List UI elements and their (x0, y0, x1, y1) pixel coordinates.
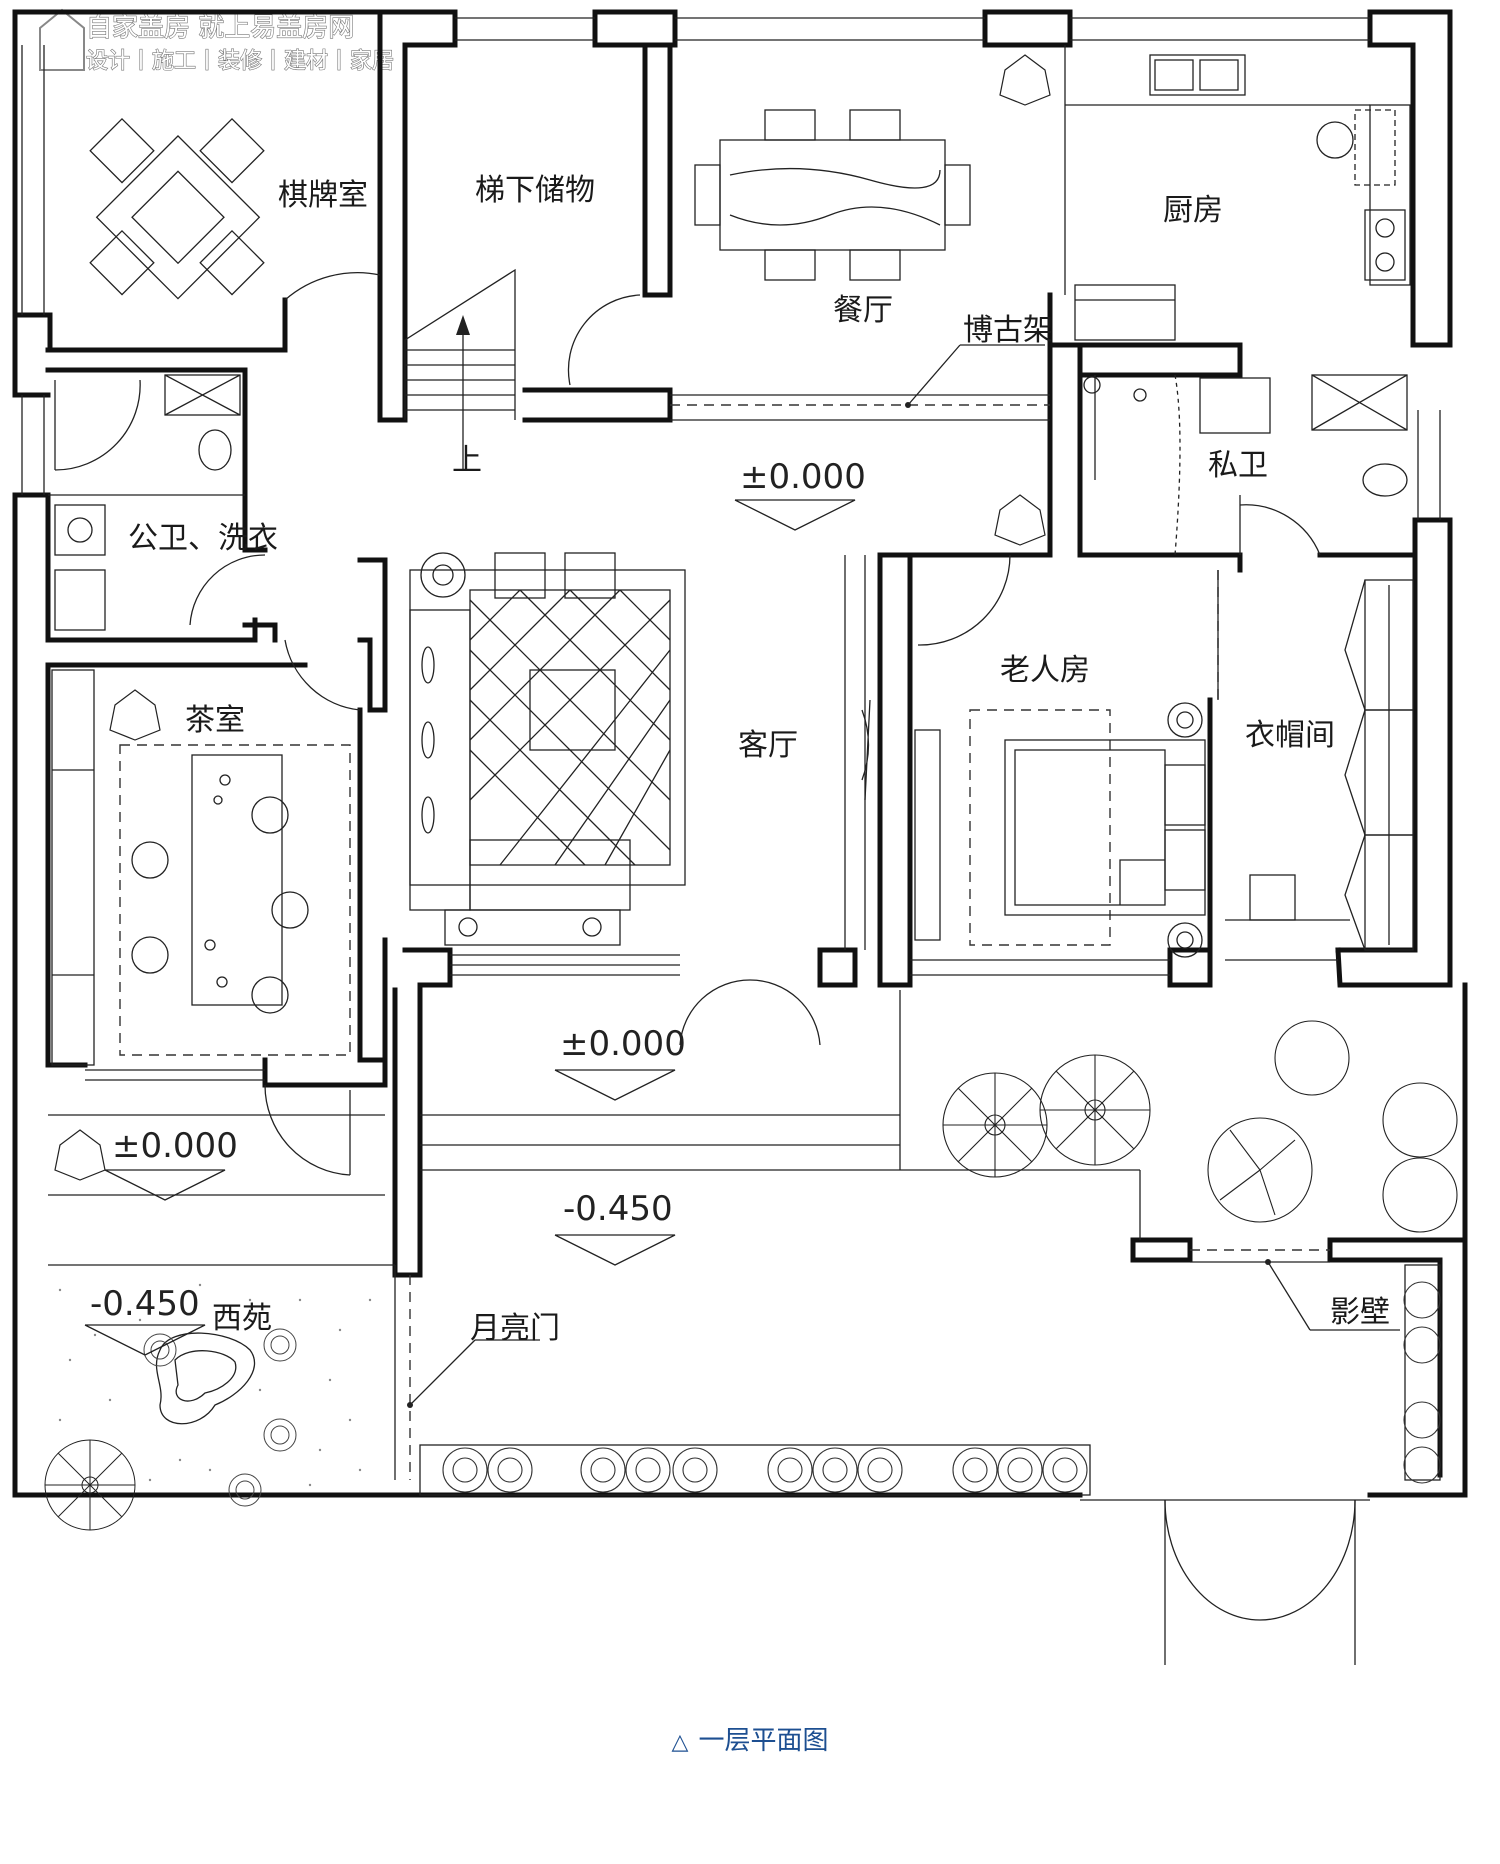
label-elder-room: 老人房 (1000, 653, 1090, 688)
caption-marker: △ (671, 1730, 689, 1755)
label-moon-gate: 月亮门 (470, 1311, 560, 1346)
living-sofa-set (409, 552, 686, 946)
level-hall: ±0.000 (740, 457, 866, 497)
cloakroom-racks (1217, 570, 1414, 961)
level-markers: ±0.000 ±0.000 ±0.000 -0.450 -0.450 (84, 457, 866, 1356)
dining-table (694, 109, 971, 281)
label-stair-up: 上 (452, 443, 482, 478)
label-west-garden: 西苑 (212, 1301, 272, 1336)
public-bath-fixtures (48, 374, 266, 631)
label-tea-room: 茶室 (185, 703, 245, 738)
caption-text: 一层平面图 (698, 1726, 829, 1756)
elder-bed (910, 702, 1206, 976)
label-private-bath: 私卫 (1208, 448, 1268, 483)
label-kitchen: 厨房 (1163, 193, 1223, 228)
mahjong-table (89, 117, 265, 300)
label-dining: 餐厅 (833, 293, 893, 328)
staircase (404, 268, 516, 470)
level-tea-porch: ±0.000 (112, 1126, 238, 1166)
label-chess-room: 棋牌室 (278, 178, 368, 213)
private-bath-fixtures (1083, 374, 1408, 556)
floor-plan: 自家盖房 就上易盖房网 设计丨施工丨装修丨建材丨家居 (12, 8, 1468, 1665)
level-porch: ±0.000 (560, 1024, 686, 1064)
tea-room-fixtures (51, 639, 361, 1176)
courtyard (44, 54, 1458, 1665)
label-antique-shelf: 博古架 (963, 313, 1053, 348)
watermark-line2: 设计丨施工丨装修丨建材丨家居 (86, 49, 394, 74)
label-living: 客厅 (738, 728, 798, 763)
label-cloakroom: 衣帽间 (1245, 718, 1335, 753)
watermark: 自家盖房 就上易盖房网 设计丨施工丨装修丨建材丨家居 (39, 8, 395, 75)
level-west-garden: -0.450 (90, 1284, 200, 1324)
label-public-bath-laundry: 公卫、洗衣 (128, 521, 278, 556)
label-under-stair-storage: 梯下储物 (475, 173, 595, 208)
label-screen-wall: 影壁 (1330, 1295, 1390, 1330)
watermark-line1: 自家盖房 就上易盖房网 (86, 13, 354, 43)
kitchen-fixtures (1064, 45, 1411, 341)
level-courtyard: -0.450 (563, 1189, 673, 1229)
fixtures (21, 17, 1458, 1665)
figure-caption: △ 一层平面图 (0, 1720, 1500, 1757)
room-labels: 棋牌室 梯下储物 餐厅 厨房 博古架 私卫 公卫、洗衣 茶室 客厅 老人房 衣帽… (128, 173, 1390, 1346)
